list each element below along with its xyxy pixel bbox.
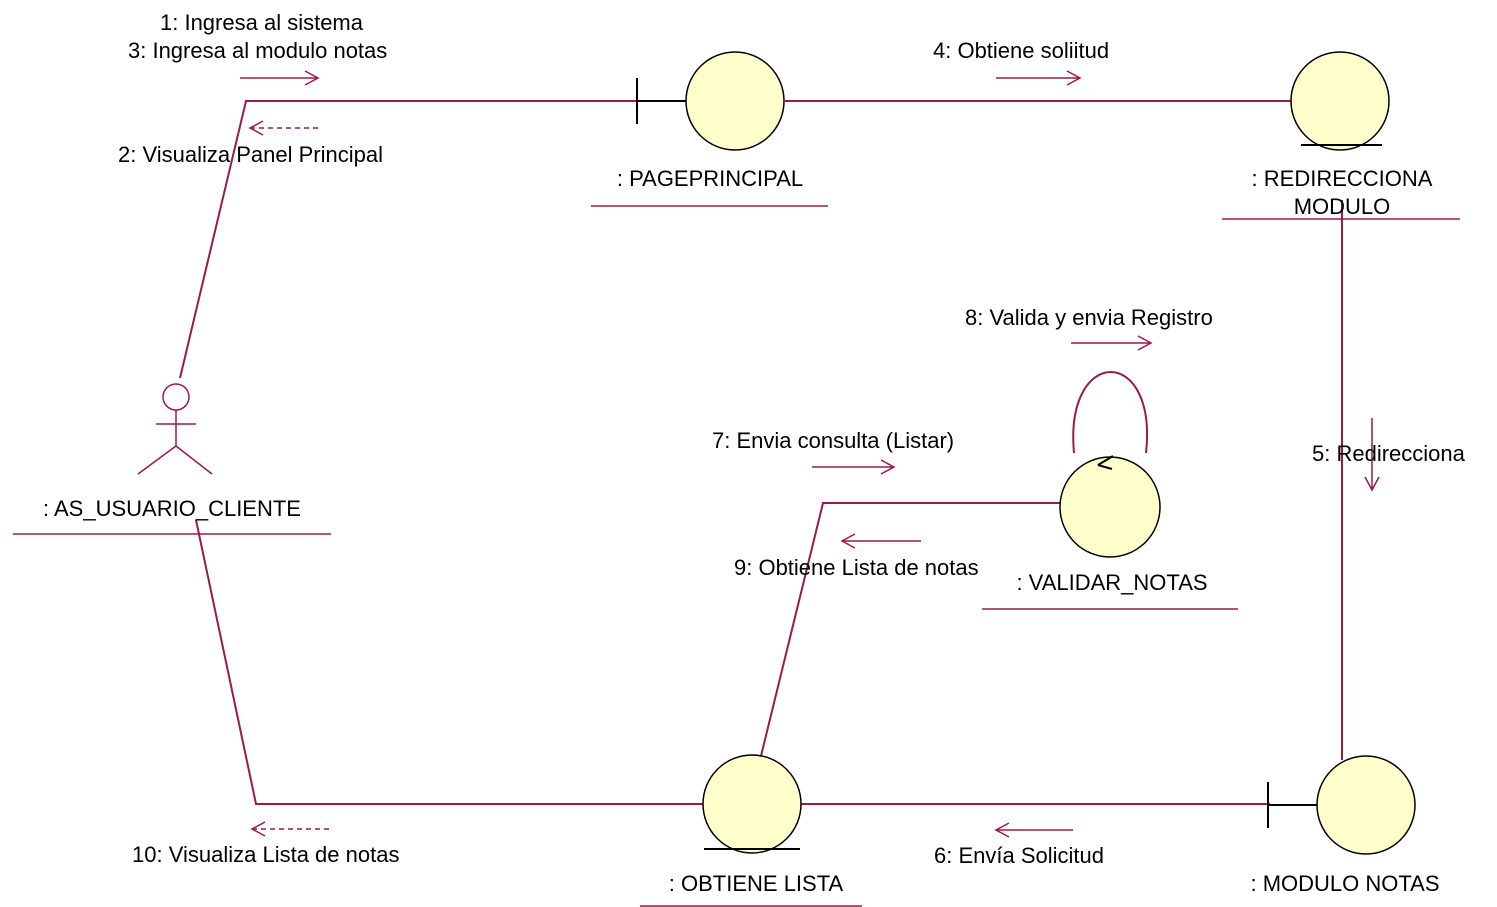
- message-10: 10: Visualiza Lista de notas: [132, 842, 399, 867]
- actor-leg-left: [137, 445, 177, 475]
- link-obtienelista-validarnotas: [759, 502, 1060, 761]
- boundary-circle: [685, 51, 785, 151]
- object-label-modulo-notas: : MODULO NOTAS: [1250, 871, 1439, 896]
- control-circle: [1059, 456, 1161, 558]
- actor-label: : AS_USUARIO_CLIENTE: [43, 496, 301, 521]
- actor-leg-right: [175, 445, 213, 475]
- message-arrows: [240, 70, 1380, 838]
- actor-head: [162, 383, 190, 411]
- object-validar-notas[interactable]: : VALIDAR_NOTAS: [982, 455, 1238, 610]
- entity-circle: [702, 754, 802, 854]
- message-7: 7: Envia consulta (Listar): [712, 428, 954, 453]
- message-5: 5: Redirecciona: [1312, 441, 1466, 466]
- object-modulo-notas[interactable]: : MODULO NOTAS: [1250, 755, 1440, 896]
- object-label-redirecciona-2: MODULO: [1294, 194, 1391, 219]
- object-obtiene-lista[interactable]: : OBTIENE LISTA: [640, 754, 862, 907]
- arrow-m4: [996, 70, 1082, 86]
- message-6: 6: Envía Solicitud: [934, 843, 1104, 868]
- object-label-redirecciona-1: : REDIRECCIONA: [1252, 166, 1433, 191]
- arrow-m9: [840, 533, 921, 549]
- object-pageprincipal[interactable]: : PAGEPRINCIPAL: [591, 51, 828, 207]
- message-1: 1: Ingresa al sistema: [160, 10, 364, 35]
- control-arrowhead: [1097, 455, 1114, 470]
- arrow-m2-head: [248, 120, 264, 136]
- arrow-m1-m3: [240, 70, 320, 86]
- message-4: 4: Obtiene soliitud: [933, 38, 1109, 63]
- object-label-obtiene-lista: : OBTIENE LISTA: [669, 871, 844, 896]
- object-label-validar-notas: : VALIDAR_NOTAS: [1016, 570, 1207, 595]
- arrow-m10-head: [250, 821, 266, 837]
- arrow-m8: [1071, 335, 1153, 351]
- arrow-m7: [812, 459, 896, 475]
- message-2: 2: Visualiza Panel Principal: [118, 142, 383, 167]
- arrow-m5: [1364, 418, 1380, 492]
- self-link-validarnotas: [1072, 371, 1149, 454]
- message-8: 8: Valida y envia Registro: [965, 305, 1213, 330]
- message-labels: 1: Ingresa al sistema 3: Ingresa al modu…: [118, 10, 1466, 868]
- arrow-m6: [994, 822, 1073, 838]
- message-3: 3: Ingresa al modulo notas: [128, 38, 387, 63]
- boundary-circle: [1316, 755, 1416, 855]
- message-9: 9: Obtiene Lista de notas: [734, 555, 979, 580]
- entity-circle: [1290, 51, 1390, 151]
- object-redirecciona-modulo[interactable]: : REDIRECCIONA MODULO: [1222, 51, 1460, 220]
- links: [179, 100, 1343, 805]
- link-actor-pageprincipal: [179, 100, 690, 379]
- object-label-pageprincipal: : PAGEPRINCIPAL: [617, 166, 803, 191]
- actor-usuario-cliente[interactable]: : AS_USUARIO_CLIENTE: [13, 383, 331, 535]
- link-actor-obtienelista: [195, 519, 705, 805]
